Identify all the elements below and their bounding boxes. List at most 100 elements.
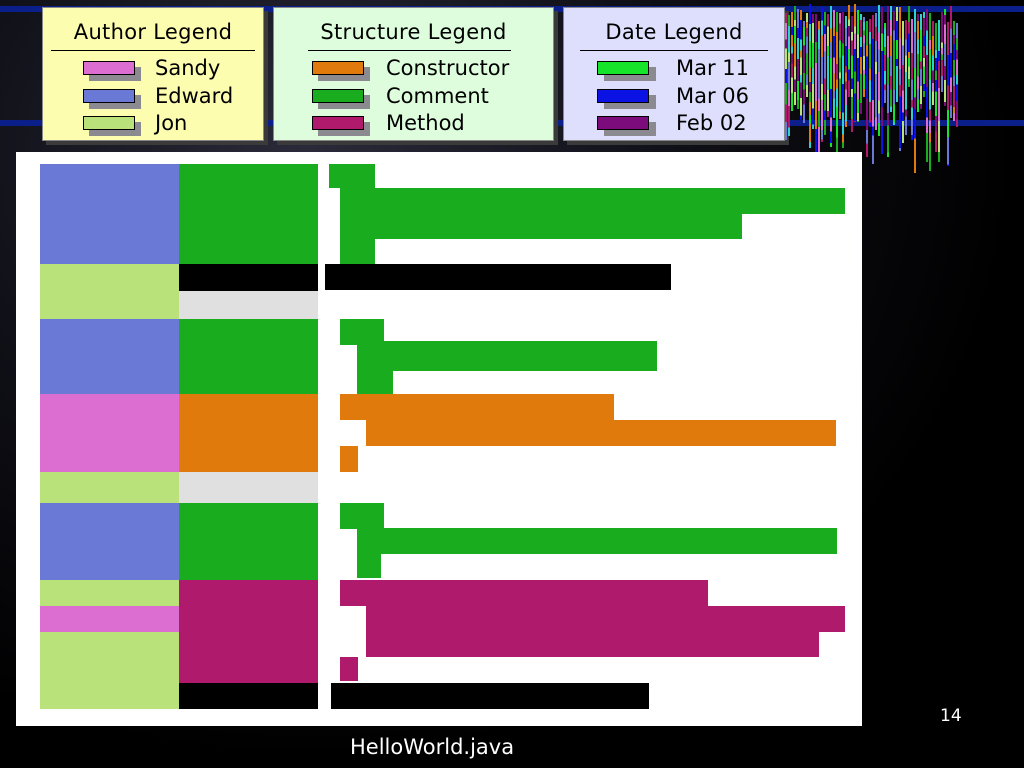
code-visualization-canvas xyxy=(16,152,862,726)
author-cell-jon xyxy=(40,632,179,657)
structure-cell-method xyxy=(179,580,318,606)
structure-cell-comment xyxy=(179,188,318,214)
structure-cell-constructor xyxy=(179,420,318,446)
author-legend-label: Jon xyxy=(155,111,188,135)
thumbnail-column xyxy=(896,7,898,102)
author-cell-edward xyxy=(40,319,179,345)
code-line-bar xyxy=(325,264,671,290)
date-swatch-mar06 xyxy=(597,89,649,103)
structure-cell-comment xyxy=(179,239,318,264)
author-legend: Author Legend Sandy Edward Jon xyxy=(42,7,264,141)
structure-cell-constructor xyxy=(179,394,318,420)
structure-legend: Structure Legend Constructor Comment Met… xyxy=(273,7,554,141)
thumbnail-column xyxy=(887,6,889,157)
thumbnail-column xyxy=(788,15,790,136)
structure-cell-none xyxy=(179,472,318,503)
author-cell-edward xyxy=(40,164,179,188)
structure-legend-item-method: Method xyxy=(274,111,553,136)
date-legend: Date Legend Mar 11 Mar 06 Feb 02 xyxy=(563,7,785,141)
code-line-bar xyxy=(357,528,837,554)
author-cell-edward xyxy=(40,214,179,239)
author-cell-sandy xyxy=(40,446,179,472)
thumbnail-column xyxy=(917,14,919,112)
thumbnail-column xyxy=(956,23,958,127)
structure-legend-title: Structure Legend xyxy=(320,20,507,44)
author-cell-jon xyxy=(40,683,179,709)
thumbnail-column xyxy=(848,5,850,97)
structure-cell-method xyxy=(179,657,318,683)
thumbnail-column xyxy=(893,11,895,125)
thumbnail-column xyxy=(809,4,811,148)
thumbnail-column xyxy=(815,14,817,178)
code-line-bar xyxy=(357,554,381,578)
thumbnail-column xyxy=(785,13,787,140)
date-legend-item-feb02: Feb 02 xyxy=(564,111,784,136)
thumbnail-column xyxy=(860,14,862,114)
code-line-bar xyxy=(340,503,384,529)
code-line-bar xyxy=(340,319,384,345)
structure-swatch-method xyxy=(312,116,364,130)
code-line-bar xyxy=(366,632,819,657)
thumbnail-column xyxy=(863,17,865,97)
author-cell-sandy xyxy=(40,394,179,420)
author-swatch-sandy xyxy=(83,61,135,75)
thumbnail-column xyxy=(797,9,799,109)
date-legend-item-mar11: Mar 11 xyxy=(564,56,784,81)
structure-cell-code xyxy=(179,264,318,291)
date-legend-item-mar06: Mar 06 xyxy=(564,84,784,109)
thumbnail-column xyxy=(923,12,925,97)
structure-cell-comment xyxy=(179,214,318,239)
structure-legend-rule xyxy=(308,50,511,51)
structure-legend-label: Method xyxy=(386,111,465,135)
structure-cell-comment xyxy=(179,345,318,370)
structure-swatch-comment xyxy=(312,89,364,103)
author-cell-edward xyxy=(40,503,179,529)
date-legend-title: Date Legend xyxy=(605,20,743,44)
thumbnail-column xyxy=(941,12,943,92)
date-legend-label: Mar 11 xyxy=(676,56,750,80)
thumbnail-column xyxy=(824,12,826,135)
author-legend-label: Sandy xyxy=(155,56,221,80)
date-legend-label: Mar 06 xyxy=(676,84,750,108)
date-swatch-mar11 xyxy=(597,61,649,75)
overview-thumbnail xyxy=(785,0,960,180)
thumbnail-column xyxy=(845,16,847,127)
author-cell-edward xyxy=(40,345,179,370)
thumbnail-column xyxy=(791,12,793,111)
author-cell-edward xyxy=(40,554,179,580)
thumbnail-column xyxy=(818,21,820,162)
thumbnail-column xyxy=(866,21,868,157)
code-line-bar xyxy=(340,214,742,239)
thumbnail-column xyxy=(902,21,904,143)
author-legend-rule xyxy=(51,50,255,51)
author-cell-sandy xyxy=(40,420,179,446)
author-legend-item-sandy: Sandy xyxy=(43,56,263,81)
code-line-bar xyxy=(340,188,845,214)
author-cell-sandy xyxy=(40,606,179,632)
thumbnail-column xyxy=(851,16,853,132)
author-cell-jon xyxy=(40,264,179,291)
code-line-bar xyxy=(366,420,836,446)
structure-cell-method xyxy=(179,606,318,632)
thumbnail-column xyxy=(869,19,871,127)
code-line-bar xyxy=(357,370,393,394)
structure-swatch-constructor xyxy=(312,61,364,75)
structure-legend-item-constructor: Constructor xyxy=(274,56,553,81)
author-cell-edward xyxy=(40,188,179,214)
thumbnail-column xyxy=(947,22,949,166)
author-cell-jon xyxy=(40,291,179,319)
file-caption: HelloWorld.java xyxy=(350,735,515,759)
structure-cell-comment xyxy=(179,370,318,394)
code-line-bar xyxy=(340,239,375,264)
code-line-bar xyxy=(340,657,358,681)
code-line-bar xyxy=(366,606,845,632)
author-cell-edward xyxy=(40,370,179,394)
thumbnail-column xyxy=(884,23,886,103)
structure-cell-comment xyxy=(179,319,318,345)
structure-legend-label: Constructor xyxy=(386,56,510,80)
code-line-bar xyxy=(329,164,375,188)
page-number: 14 xyxy=(940,706,962,726)
thumbnail-column xyxy=(833,10,835,118)
thumbnail-column xyxy=(881,7,883,154)
code-line-bar xyxy=(340,446,358,472)
